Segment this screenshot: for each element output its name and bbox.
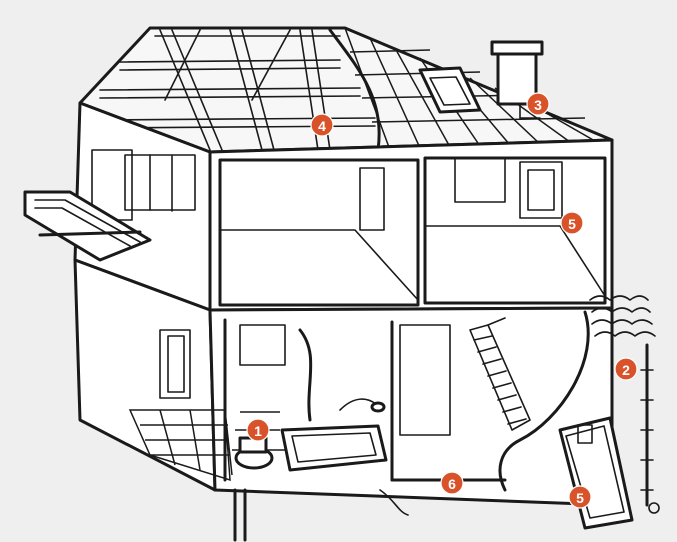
marker-m6: 6 (441, 472, 463, 494)
marker-label: 5 (576, 490, 584, 506)
marker-m4: 4 (311, 114, 333, 136)
marker-label: 4 (318, 118, 326, 134)
marker-label: 2 (622, 362, 630, 378)
marker-m3: 3 (527, 93, 549, 115)
marker-m5b: 5 (569, 486, 591, 508)
marker-label: 3 (534, 97, 542, 113)
marker-label: 6 (448, 476, 456, 492)
marker-m1: 1 (247, 419, 269, 441)
marker-label: 1 (254, 423, 262, 439)
marker-m5a: 5 (561, 212, 583, 234)
marker-label: 5 (568, 216, 576, 232)
marker-m2: 2 (615, 358, 637, 380)
